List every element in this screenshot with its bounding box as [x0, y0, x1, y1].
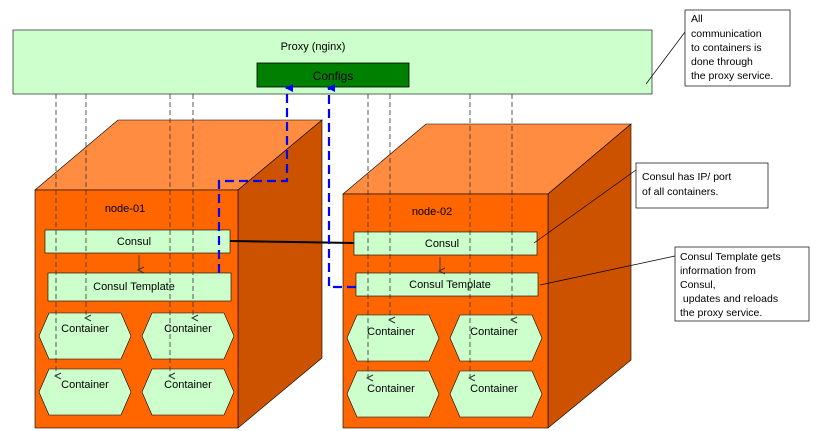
- node-01-consul-template-label: Consul Template: [93, 281, 175, 293]
- callout-consul-template: Consul Template gets information from Co…: [539, 246, 810, 322]
- node-02-consul-template: [355, 272, 539, 297]
- callout-consul-template-pointer: [539, 255, 676, 286]
- node-02-consul-template-label: Consul Template: [409, 279, 491, 291]
- node-01-template-to-configs-link: [217, 84, 293, 273]
- node-02-container: [346, 370, 440, 418]
- node-02-consul-label: Consul: [425, 238, 459, 250]
- node-01-consul-template: [47, 272, 232, 302]
- callout-proxy: All communication to containers is done …: [645, 9, 791, 87]
- node-02-container: [449, 314, 543, 362]
- configs-box: [256, 62, 410, 88]
- node-02-container-label: Container: [367, 383, 415, 395]
- node-02-container-label: Container: [367, 326, 415, 338]
- callout-consul-text: Consul has IP/ port of all containers.: [642, 171, 734, 198]
- node-01-container-label: Container: [61, 379, 109, 391]
- node-01-container: [141, 312, 235, 360]
- callout-proxy-text: All communication to containers is done …: [691, 13, 773, 82]
- node-02-container-label: Container: [470, 383, 518, 395]
- node-01-consul-label: Consul: [117, 236, 151, 248]
- node-01-container: [38, 368, 132, 416]
- configs-label: Configs: [313, 69, 354, 83]
- node-02-template-to-configs-link: [327, 84, 356, 289]
- node-02-container: [346, 314, 440, 362]
- proxy-to-container-links: [56, 94, 512, 378]
- callout-proxy-box: [684, 9, 791, 87]
- node-01-label: node-01: [105, 203, 145, 215]
- node-01-container-label: Container: [61, 323, 109, 335]
- callout-consul-template-text: Consul Template gets information from Co…: [680, 251, 784, 319]
- node-01-container: [141, 368, 235, 416]
- callout-consul-pointer: [533, 169, 637, 244]
- callout-consul: Consul has IP/ port of all containers.: [533, 162, 769, 244]
- callout-proxy-pointer: [645, 31, 686, 85]
- proxy: Proxy (nginx) Configs: [12, 29, 653, 95]
- proxy-label: Proxy (nginx): [281, 41, 346, 53]
- consul-cluster-link: [229, 240, 355, 244]
- callout-consul-box: [635, 162, 769, 209]
- node-02-label: node-02: [412, 206, 452, 218]
- callout-consul-template-box: [674, 246, 810, 322]
- node-02-container: [449, 370, 543, 418]
- node-02-container-label: Container: [470, 326, 518, 338]
- node-01-container-label: Container: [164, 323, 212, 335]
- node-02-consul: [353, 231, 538, 256]
- node-01-container: [38, 312, 132, 360]
- node-01-container-label: Container: [164, 379, 212, 391]
